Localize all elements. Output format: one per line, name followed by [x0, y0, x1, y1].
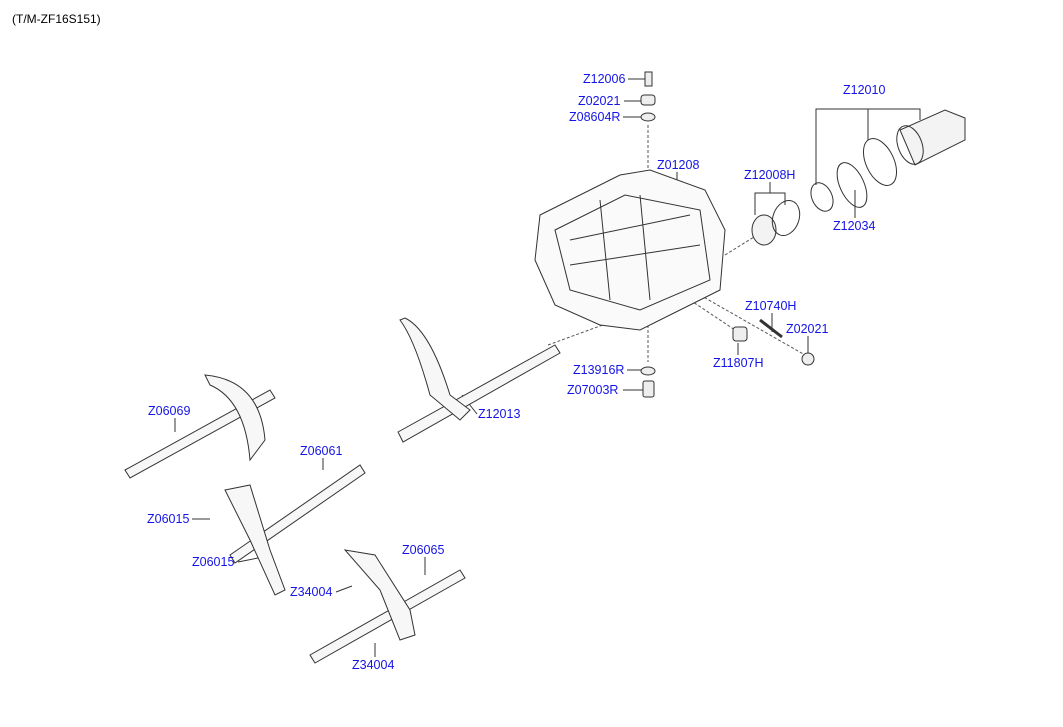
- diagram-title: (T/M-ZF16S151): [12, 12, 101, 26]
- part-label-z06015-lower[interactable]: Z06015: [192, 555, 235, 569]
- part-label-z07003r[interactable]: Z07003R: [567, 383, 619, 397]
- part-label-z01208[interactable]: Z01208: [657, 158, 700, 172]
- part-label-z10740h[interactable]: Z10740H: [745, 299, 797, 313]
- part-label-z06061[interactable]: Z06061: [300, 444, 343, 458]
- part-label-z02021-right[interactable]: Z02021: [786, 322, 829, 336]
- part-label-z06065[interactable]: Z06065: [402, 543, 445, 557]
- fasteners: [640, 71, 815, 398]
- part-label-z02021-top[interactable]: Z02021: [578, 94, 621, 108]
- part-label-z12034[interactable]: Z12034: [833, 219, 876, 233]
- part-label-z12010[interactable]: Z12010: [843, 83, 886, 97]
- part-label-z34004-lower[interactable]: Z34004: [352, 658, 395, 672]
- part-label-z06015-upper[interactable]: Z06015: [147, 512, 190, 526]
- part-label-z34004-upper[interactable]: Z34004: [290, 585, 333, 599]
- part-label-z06069[interactable]: Z06069: [148, 404, 191, 418]
- shift-shafts-and-forks: [124, 317, 561, 664]
- part-label-z12013[interactable]: Z12013: [478, 407, 521, 421]
- part-label-z13916r[interactable]: Z13916R: [573, 363, 625, 377]
- rings: [751, 109, 966, 246]
- part-label-z08604r[interactable]: Z08604R: [569, 110, 621, 124]
- part-label-z12006[interactable]: Z12006: [583, 72, 626, 86]
- transmission-housing: [534, 169, 726, 331]
- leader-lines: [174, 78, 921, 657]
- part-label-z11807h[interactable]: Z11807H: [713, 356, 764, 370]
- part-label-z12008h[interactable]: Z12008H: [744, 168, 796, 182]
